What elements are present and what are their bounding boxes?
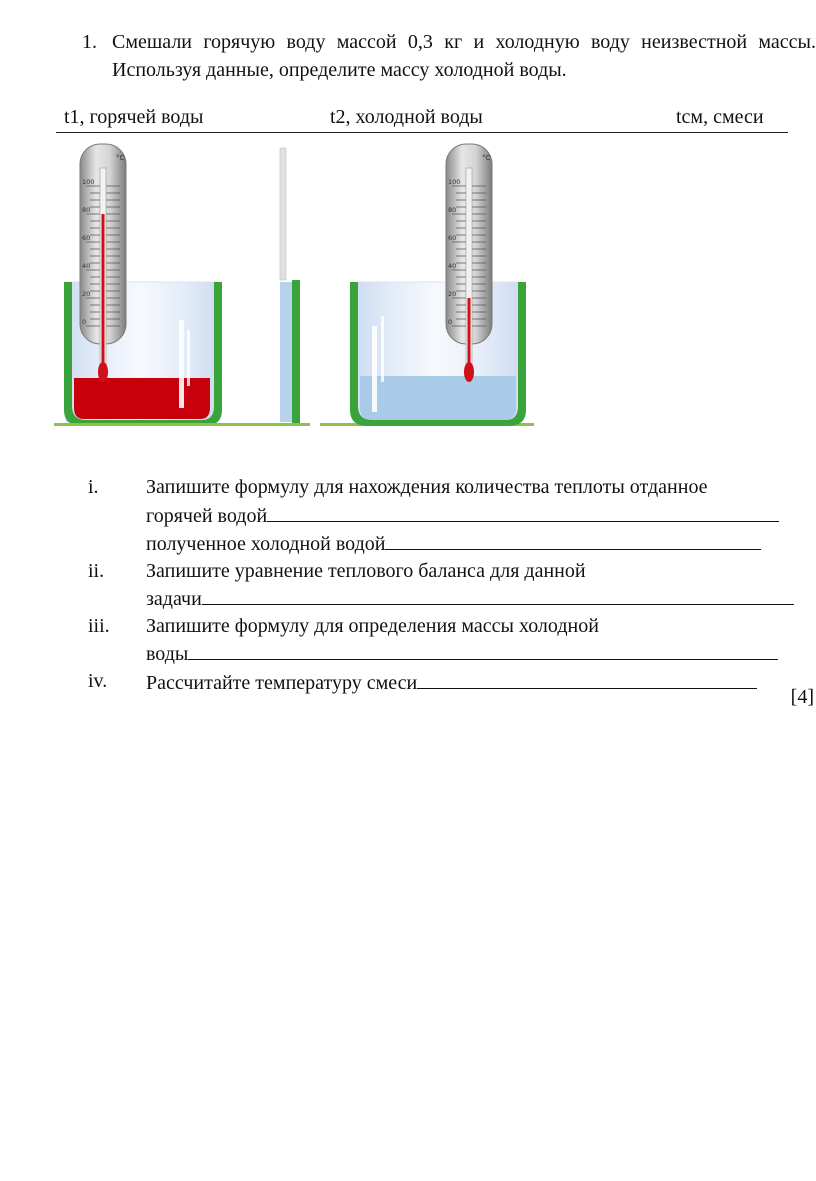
problem-text: Смешали горячую воду массой 0,3 кг и хол… xyxy=(112,31,816,81)
scale-label: 40 xyxy=(82,262,90,270)
scale-label: 20 xyxy=(82,290,90,298)
scale-labels-cold: 100 80 60 40 20 0 xyxy=(448,178,460,326)
task-numeral: i. xyxy=(88,476,99,498)
problem-statement: 1. Смешали горячую воду массой 0,3 кг и … xyxy=(82,28,816,84)
scale-label: 60 xyxy=(448,234,456,242)
task-text: Запишите формулу для определения массы х… xyxy=(146,614,599,637)
task-text: Рассчитайте температуру смеси xyxy=(146,671,418,694)
task-ii: ii. Запишите уравнение теплового баланса… xyxy=(0,558,816,613)
cold-water xyxy=(360,376,516,420)
score-mark: [4] xyxy=(790,686,814,708)
thermometer-cold: °С 100 80 60 40 20 0 xyxy=(445,143,493,382)
answer-line[interactable] xyxy=(385,529,762,550)
hot-water xyxy=(74,378,210,419)
task-numeral: iii. xyxy=(88,614,110,637)
beaker-partial xyxy=(279,147,300,426)
header-rule xyxy=(56,132,788,133)
task-text: задачи xyxy=(146,588,202,610)
mercury-column-hot xyxy=(101,214,105,370)
scale-label: 40 xyxy=(448,262,456,270)
task-numeral: iv. xyxy=(88,669,108,692)
task-numeral: ii. xyxy=(88,559,105,582)
beaker-hot xyxy=(64,281,222,426)
beakers-figure: °С 100 80 60 40 20 0 °С 100 80 60 40 20 0 xyxy=(54,143,534,426)
answer-line[interactable] xyxy=(267,501,780,522)
task-i: i. Запишите формулу для нахождения колич… xyxy=(0,474,816,558)
scale-label: 80 xyxy=(448,206,456,214)
header-cold-water: t2, холодной воды xyxy=(330,106,483,128)
tasks-list: i. Запишите формулу для нахождения колич… xyxy=(0,474,816,696)
scale-label: 20 xyxy=(448,290,456,298)
task-text: воды xyxy=(146,643,189,665)
thermometer-hot: °С 100 80 60 40 20 0 xyxy=(79,143,127,382)
task-text: Запишите формулу для нахождения количест… xyxy=(146,476,708,498)
task-iv: iv. Рассчитайте температуру смеси xyxy=(0,668,816,697)
scale-labels-hot: 100 80 60 40 20 0 xyxy=(82,178,94,326)
beaker-cold xyxy=(350,281,526,426)
problem-number: 1. xyxy=(82,31,97,53)
task-iii: iii. Запишите формулу для определения ма… xyxy=(0,613,816,668)
unit-label: °С xyxy=(482,154,491,162)
task-text: полученное холодной водой xyxy=(146,533,386,555)
scale-label: 100 xyxy=(448,178,460,186)
task-text: Запишите уравнение теплового баланса для… xyxy=(146,559,586,582)
mercury-column-cold xyxy=(467,298,471,370)
task-text: горячей водой xyxy=(146,504,268,527)
scale-label: 60 xyxy=(82,234,90,242)
scale-label: 0 xyxy=(82,318,86,326)
answer-line[interactable] xyxy=(417,668,758,689)
mercury-bulb-cold xyxy=(464,362,474,382)
answer-line[interactable] xyxy=(188,639,779,660)
header-mixture: tсм, смеси xyxy=(676,106,764,128)
temperature-headers: t1, горячей воды t2, холодной воды tсм, … xyxy=(56,106,776,132)
mercury-bulb-hot xyxy=(98,362,108,382)
scale-label: 80 xyxy=(82,206,90,214)
scale-label: 100 xyxy=(82,178,94,186)
unit-label: °С xyxy=(116,154,125,162)
header-hot-water: t1, горячей воды xyxy=(64,106,204,128)
answer-line[interactable] xyxy=(201,584,794,605)
scale-label: 0 xyxy=(448,318,452,326)
